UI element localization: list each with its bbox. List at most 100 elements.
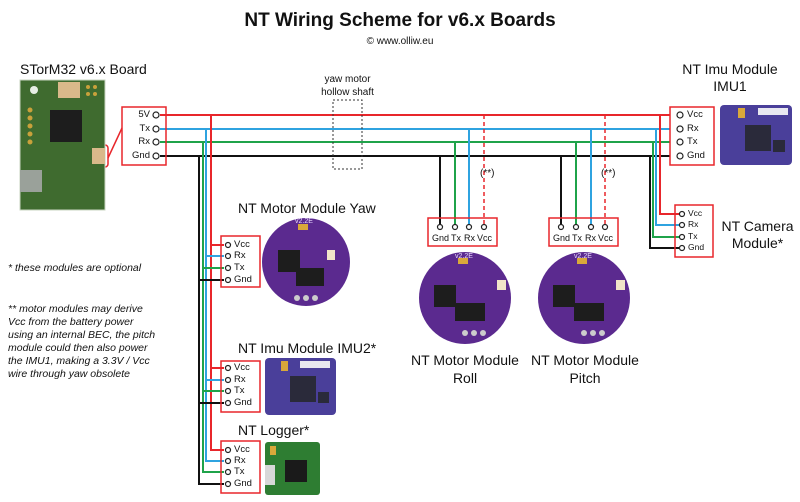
imu2-pin-label-rx: Rx bbox=[234, 374, 246, 385]
yaw-pin-label-rx: Rx bbox=[234, 250, 246, 261]
roll-note-marker: (**) bbox=[480, 168, 495, 179]
imu1-module-photo bbox=[720, 105, 792, 165]
bec-note-line: wire through yaw obsolete bbox=[8, 368, 130, 380]
yaw-pin-label-vcc: Vcc bbox=[234, 239, 250, 250]
trunk-tx-wire bbox=[205, 129, 224, 462]
imu1-pin-rx bbox=[676, 125, 684, 133]
pitch-pin-label-vcc: Vcc bbox=[598, 233, 614, 243]
logger-connector-box bbox=[220, 440, 261, 494]
roll-pin-label-gnd: Gnd bbox=[432, 233, 450, 243]
trunk-gnd-wire bbox=[198, 156, 224, 485]
shaft-label-line1: yaw motor bbox=[324, 74, 371, 85]
logger-module-title: NT Logger* bbox=[238, 422, 310, 438]
imu2-pin-label-tx: Tx bbox=[234, 385, 245, 396]
board-pin-label-tx: Tx bbox=[139, 123, 150, 134]
logger-pin-rx bbox=[224, 457, 232, 465]
pitch-pin-label-tx: Tx bbox=[572, 233, 582, 243]
yaw-module-title: NT Motor Module Yaw bbox=[238, 200, 376, 216]
pitch-connector-box bbox=[548, 217, 619, 247]
logger-pin-label-vcc: Vcc bbox=[234, 444, 250, 455]
board-pin-5v bbox=[152, 111, 160, 119]
pitch-motor-module-photo bbox=[538, 252, 630, 344]
logger-pin-vcc bbox=[224, 446, 232, 454]
board-title: STorM32 v6.x Board bbox=[20, 61, 147, 77]
roll-pin-label-vcc: Vcc bbox=[477, 233, 493, 243]
pitch-version-label: v2.2E bbox=[574, 253, 592, 260]
camera-pin-label-vcc: Vcc bbox=[688, 208, 703, 218]
imu1-connector-box bbox=[669, 106, 715, 166]
roll-pin-rx bbox=[465, 223, 473, 231]
yaw-motor-module-photo bbox=[262, 218, 350, 306]
imu1-pin-label-vcc: Vcc bbox=[687, 109, 703, 120]
board-connector-box bbox=[121, 106, 167, 166]
imu2-pin-gnd bbox=[224, 399, 232, 407]
yaw-connector-box bbox=[220, 235, 261, 288]
bec-note-line: Vcc from the battery power bbox=[8, 316, 134, 328]
shaft-label-line2: hollow shaft bbox=[321, 87, 374, 98]
pitch-pin-tx bbox=[572, 223, 580, 231]
roll-motor-module-photo bbox=[419, 252, 511, 344]
trunk-rx-wire bbox=[202, 142, 224, 473]
imu1-pin-label-tx: Tx bbox=[687, 136, 698, 147]
imu2-pin-tx bbox=[224, 387, 232, 395]
pitch-title-line2: Pitch bbox=[569, 370, 601, 386]
camera-pin-label-gnd: Gnd bbox=[688, 242, 705, 252]
camera-gnd-wire bbox=[649, 156, 679, 249]
imu2-pin-vcc bbox=[224, 364, 232, 372]
imu1-pin-label-rx: Rx bbox=[687, 123, 699, 134]
trunk-vcc-wire bbox=[210, 115, 224, 451]
bec-note-line: the IMU1, making a 3.3V / Vcc bbox=[8, 355, 150, 367]
bec-note-line: module could then also power bbox=[8, 342, 148, 354]
board-pin-label-rx: Rx bbox=[138, 136, 150, 147]
roll-pin-gnd bbox=[436, 223, 444, 231]
board-pin-gnd bbox=[152, 152, 160, 160]
roll-pin-label-tx: Tx bbox=[451, 233, 461, 243]
roll-connector-box bbox=[427, 217, 498, 247]
yaw-pin-vcc bbox=[224, 241, 232, 249]
pitch-note-marker: (**) bbox=[601, 168, 616, 179]
camera-title-line1: NT Camera bbox=[721, 218, 794, 234]
logger-pin-label-gnd: Gnd bbox=[234, 478, 252, 489]
bec-note-line: ** motor modules may derive bbox=[8, 303, 143, 315]
logger-pin-tx bbox=[224, 468, 232, 476]
roll-pin-vcc bbox=[480, 223, 488, 231]
storm32-board-photo bbox=[19, 79, 106, 211]
pitch-pin-label-gnd: Gnd bbox=[553, 233, 571, 243]
pitch-pin-vcc bbox=[601, 223, 609, 231]
board-pin-label-5v: 5V bbox=[138, 109, 150, 120]
logger-pin-label-rx: Rx bbox=[234, 455, 246, 466]
yaw-pin-tx bbox=[224, 264, 232, 272]
camera-vcc-wire bbox=[659, 115, 679, 215]
imu1-pin-tx bbox=[676, 138, 684, 146]
board-pin-tx bbox=[152, 125, 160, 133]
yaw-shaft-outline bbox=[332, 99, 363, 170]
bec-note: ** motor modules may derive Vcc from the… bbox=[8, 303, 155, 381]
camera-connector-box bbox=[674, 204, 714, 258]
pitch-title-line1: NT Motor Module bbox=[531, 352, 639, 368]
pitch-pin-gnd bbox=[557, 223, 565, 231]
camera-pin-label-tx: Tx bbox=[688, 231, 698, 241]
imu2-module-photo bbox=[265, 358, 336, 415]
camera-pin-rx bbox=[678, 221, 686, 229]
imu2-connector-box bbox=[220, 360, 261, 413]
camera-pin-label-rx: Rx bbox=[688, 219, 699, 229]
yaw-pin-rx bbox=[224, 252, 232, 260]
roll-title-line2: Roll bbox=[452, 370, 478, 386]
yaw-version-label: v2.2E bbox=[295, 218, 313, 225]
yaw-pin-gnd bbox=[224, 276, 232, 284]
yaw-pin-label-tx: Tx bbox=[234, 262, 245, 273]
imu1-pin-vcc bbox=[676, 111, 684, 119]
imu1-title-line2: IMU1 bbox=[713, 78, 747, 94]
imu1-title-line1: NT Imu Module bbox=[682, 61, 778, 77]
roll-version-label: v2.2E bbox=[455, 253, 473, 260]
copyright: © www.olliw.eu bbox=[366, 36, 434, 47]
pitch-pin-label-rx: Rx bbox=[585, 233, 596, 243]
diagram-title: NT Wiring Scheme for v6.x Boards bbox=[244, 10, 556, 31]
imu2-pin-label-gnd: Gnd bbox=[234, 397, 252, 408]
roll-pin-tx bbox=[451, 223, 459, 231]
camera-pin-vcc bbox=[678, 210, 686, 218]
logger-pin-label-tx: Tx bbox=[234, 466, 245, 477]
bec-note-line: using an internal BEC, the pitch bbox=[8, 329, 156, 341]
imu1-pin-label-gnd: Gnd bbox=[687, 150, 705, 161]
